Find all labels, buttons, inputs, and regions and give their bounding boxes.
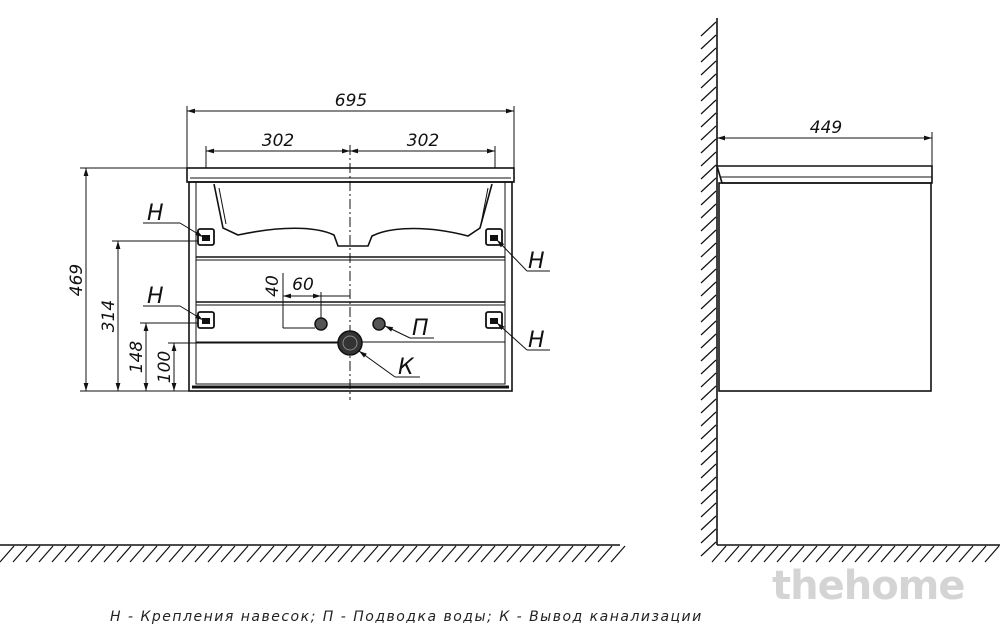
basin-outline xyxy=(213,183,493,247)
dim-height-upper-mounts: 314 xyxy=(99,300,119,332)
label-mount-top-right: Н xyxy=(528,249,545,274)
label-mount-top-left: Н xyxy=(147,201,164,226)
mount-bracket-bottom-left xyxy=(197,311,215,329)
dim-height-total: 469 xyxy=(67,264,87,296)
dim-width-total: 695 xyxy=(335,91,367,111)
floor-hatch xyxy=(0,544,626,563)
water-supply-hole-left xyxy=(314,317,328,331)
front-view: 695 302 302 469 314 148 100 40 60 xyxy=(0,91,626,563)
label-mount-bottom-left: Н xyxy=(147,284,164,309)
label-mount-bottom-right: Н xyxy=(528,328,545,353)
label-water-supply: П xyxy=(412,316,429,341)
countertop-side xyxy=(715,165,933,184)
legend: Н - Крепления навесок; П - Подводка воды… xyxy=(110,609,703,625)
label-drain: К xyxy=(398,355,415,380)
dim-height-lower-mounts: 148 xyxy=(127,341,147,374)
dim-water-offset-h: 60 xyxy=(292,275,314,295)
dim-width-right: 302 xyxy=(407,131,439,151)
dim-width-left: 302 xyxy=(262,131,294,151)
watermark: thehome xyxy=(772,563,965,609)
dim-height-drain: 100 xyxy=(155,351,175,383)
drain-hole xyxy=(337,330,363,356)
dim-depth: 449 xyxy=(810,118,842,138)
water-supply-hole-right xyxy=(372,317,386,331)
side-view: 449 xyxy=(700,18,1000,563)
cabinet-side xyxy=(718,182,932,392)
dim-water-offset-v: 40 xyxy=(263,275,283,297)
mount-bracket-top-left xyxy=(197,228,215,246)
